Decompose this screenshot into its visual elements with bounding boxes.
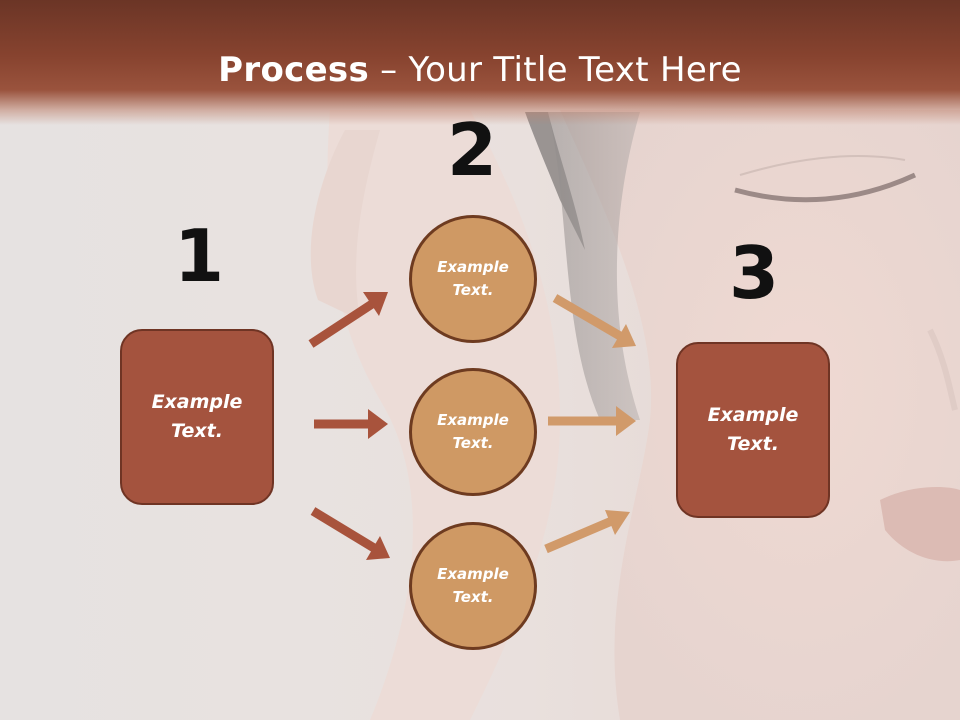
arrow-right-middle (548, 406, 636, 436)
circle-top-label: Example Text. (437, 258, 509, 299)
arrow-left-up (308, 292, 388, 348)
arrow-left-middle (314, 409, 388, 439)
process-circle-top: Example Text. (409, 215, 537, 343)
arrow-right-up (544, 510, 630, 554)
circle-middle-label: Example Text. (437, 411, 509, 452)
right-box-label: Example Text. (707, 404, 799, 455)
step-number-1: 1 (173, 214, 225, 298)
step-number-3: 3 (728, 231, 780, 315)
title-rest: – Your Title Text Here (369, 50, 742, 90)
left-box-label: Example Text. (151, 391, 243, 442)
circle-bottom-label: Example Text. (437, 565, 509, 606)
process-circle-middle: Example Text. (409, 368, 537, 496)
step-number-2: 2 (446, 108, 498, 192)
slide-title: Process – Your Title Text Here (0, 50, 960, 90)
title-bar (0, 0, 960, 125)
right-process-box: Example Text. (676, 342, 830, 518)
left-process-box: Example Text. (120, 329, 274, 505)
arrow-right-down (552, 294, 636, 348)
title-bold: Process (218, 50, 370, 90)
process-circle-bottom: Example Text. (409, 522, 537, 650)
arrow-left-down (310, 507, 390, 560)
